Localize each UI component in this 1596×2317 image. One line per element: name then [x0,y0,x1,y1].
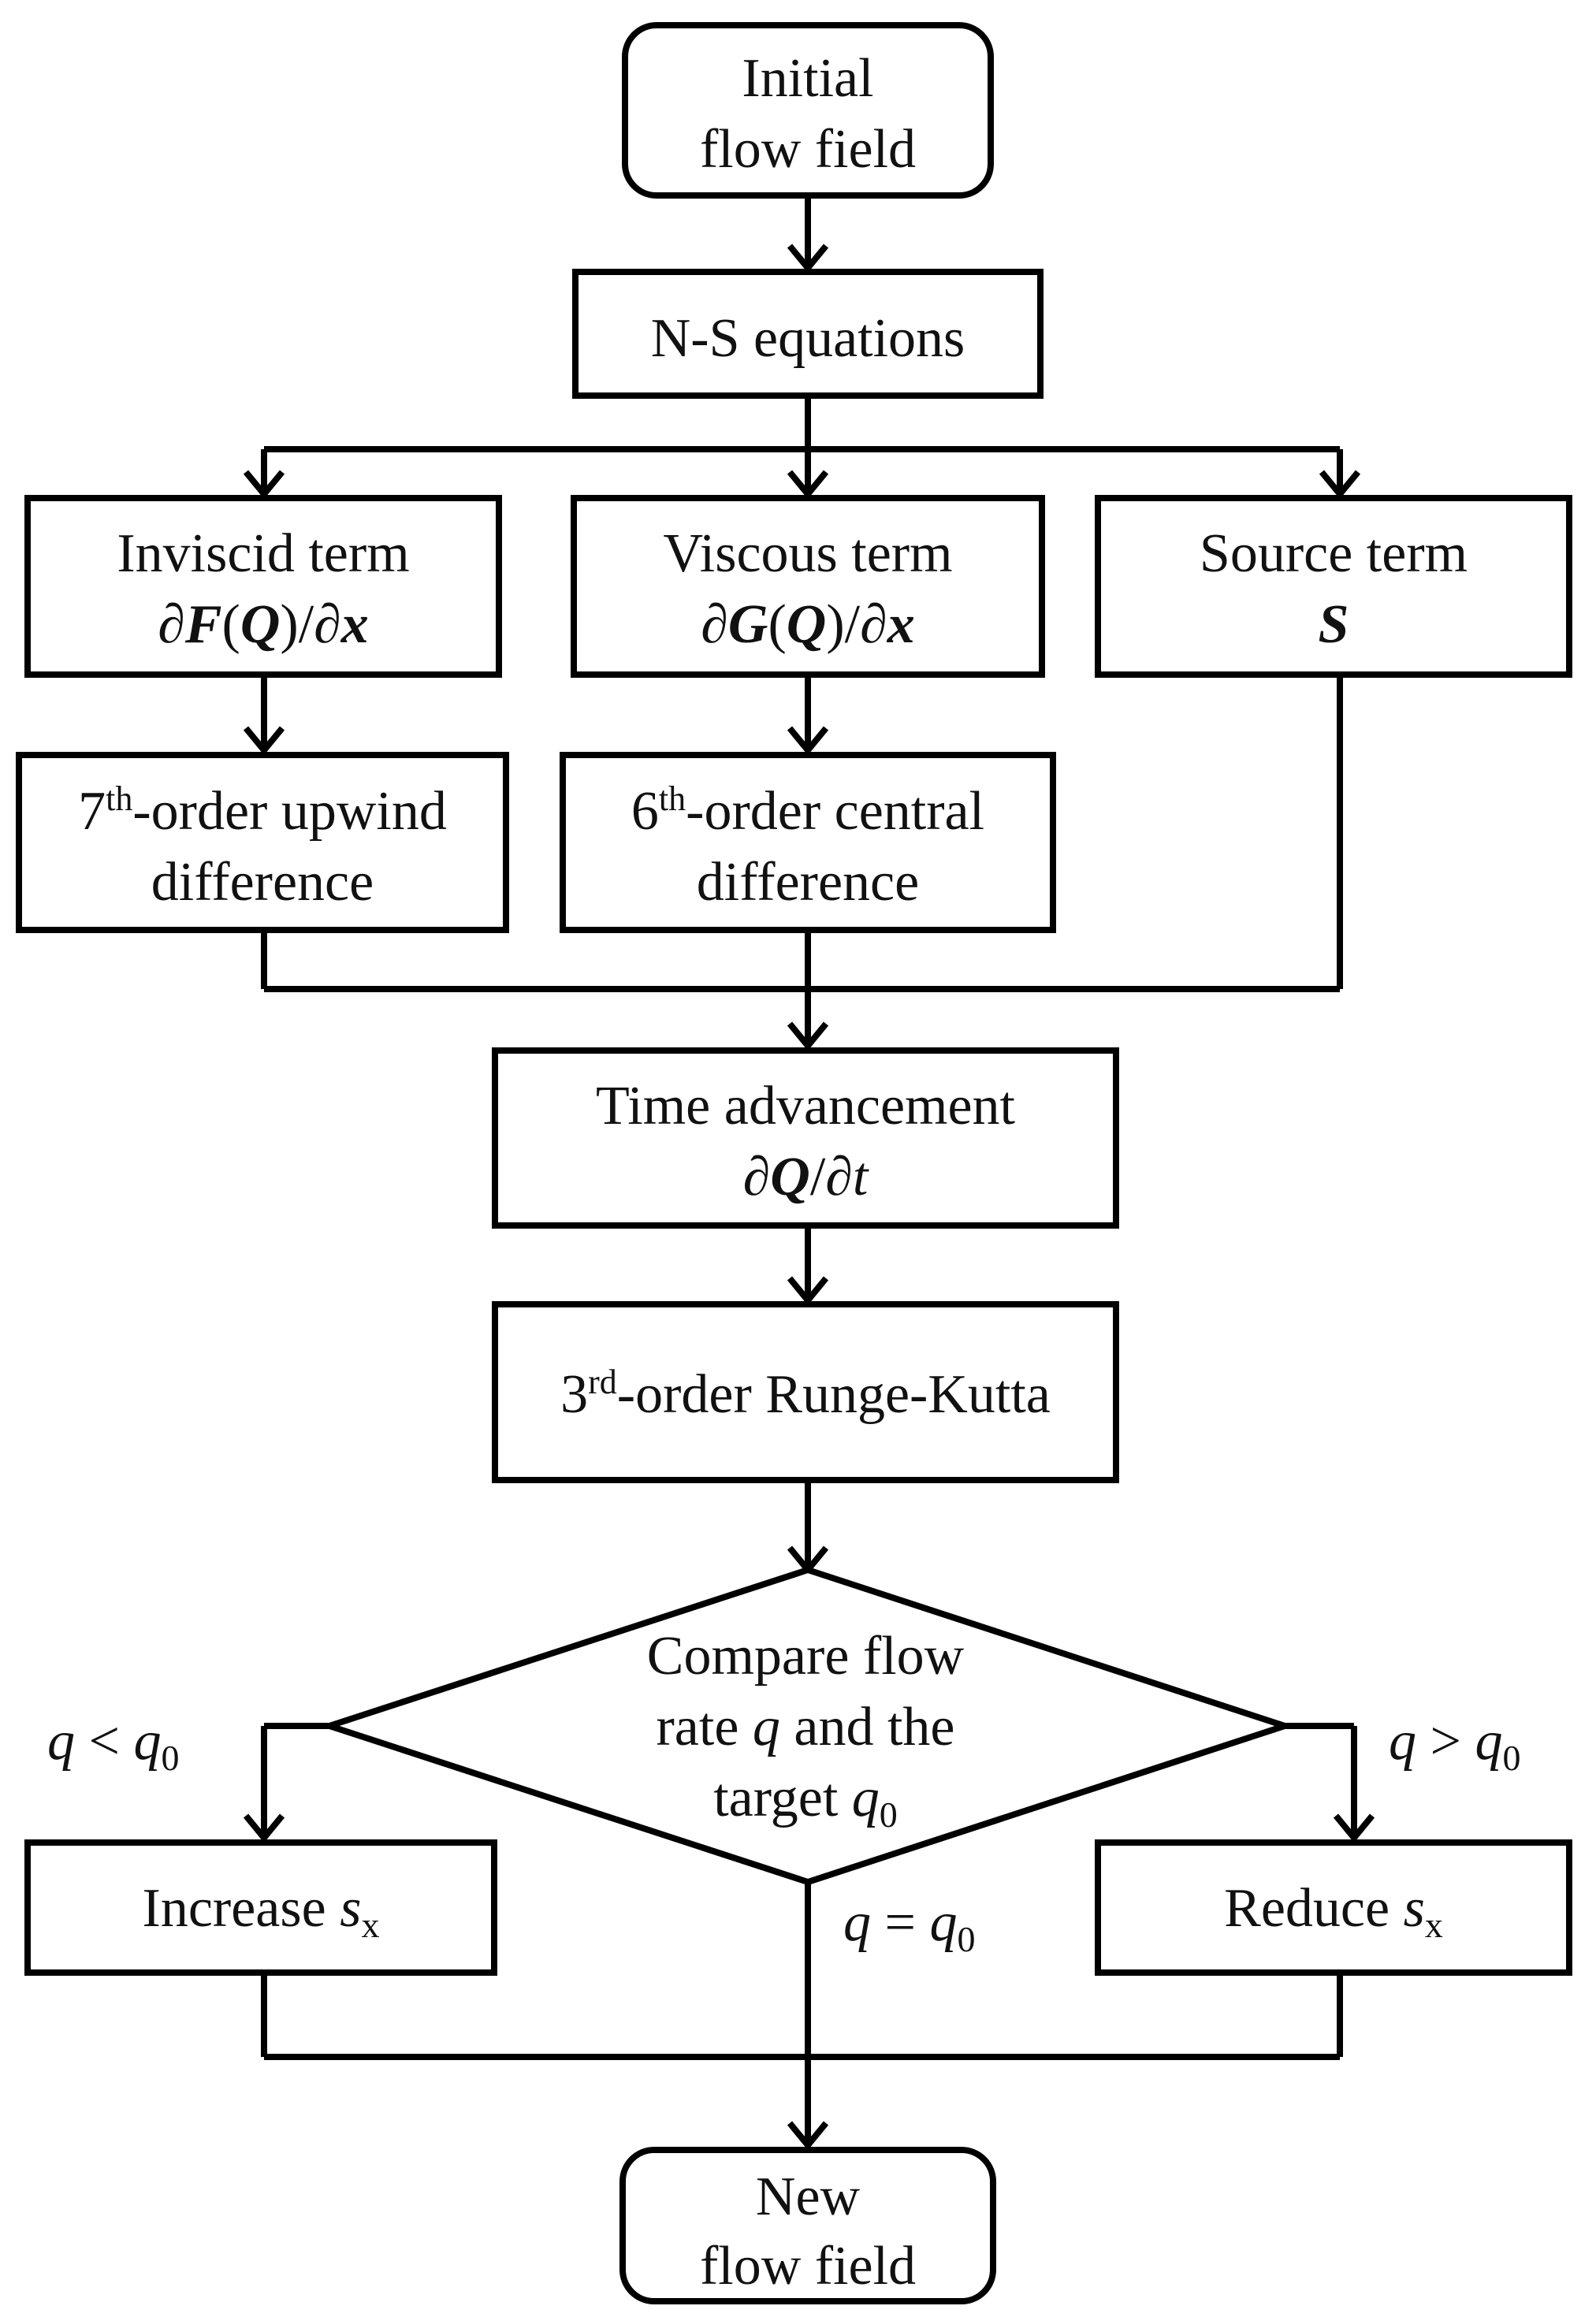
node-new-line1: New [756,2166,861,2227]
arrowhead-ns [787,244,829,273]
node-new-flow-field: New flow field [619,2147,996,2304]
node-increase-label: Increase sx [143,1878,380,1945]
node-decision-line3: target q0 [713,1768,898,1835]
node-time-shape [492,1047,1119,1229]
node-viscous-term: Viscous term ∂G(Q)/∂x [571,495,1045,678]
node-inviscid-term: Inviscid term ∂F(Q)/∂x [24,495,502,678]
node-rk-shape [492,1301,1119,1483]
node-source-title: Source term [1200,523,1468,584]
node-decision-shape [319,1566,1295,1886]
node-initial-shape [622,22,994,199]
node-decision-line2: rate q and the [657,1697,955,1757]
node-runge-kutta: 3rd-order Runge-Kutta [492,1301,1119,1483]
node-rk-label: 3rd-order Runge-Kutta [560,1363,1051,1425]
arrowhead-viscous [787,470,829,500]
condition-greater-than: q > q0 [1389,1711,1520,1778]
node-inviscid-title: Inviscid term [117,523,409,584]
node-time-title: Time advancement [596,1076,1016,1136]
arrowhead-central [787,726,829,756]
node-viscous-title: Viscous term [663,523,952,584]
node-upwind-shape [16,752,509,933]
node-central-line1: 6th-order central [631,779,984,842]
node-source-expression: S [1319,594,1349,655]
node-compare-decision: Compare flow rate q and the target q0 [319,1566,1295,1886]
node-central-difference: 6th-order central difference [560,752,1056,933]
node-ns-shape [572,269,1044,399]
node-ns-label: N-S equations [651,308,965,369]
node-initial-flow-field: Initial flow field [622,22,994,199]
node-initial-line2: flow field [700,119,916,180]
node-viscous-shape [571,495,1045,678]
condition-less-than: q < q0 [47,1711,179,1778]
node-new-line2: flow field [700,2236,916,2297]
arrowhead-upwind [243,726,285,756]
node-upwind-line2: difference [151,852,374,913]
node-initial-line1: Initial [742,48,873,109]
node-reduce-sx: Reduce sx [1095,1839,1572,1976]
node-upwind-line1: 7th-order upwind [78,779,447,842]
node-time-advancement: Time advancement ∂Q/∂t [492,1047,1119,1229]
node-viscous-expression: ∂G(Q)/∂x [701,594,914,655]
node-source-shape [1095,495,1572,678]
node-source-term: Source term S [1095,495,1572,678]
arrowhead-rk [787,1276,829,1306]
arrowhead-inviscid [243,470,285,500]
arrowhead-time [787,1021,829,1051]
node-upwind-difference: 7th-order upwind difference [16,752,509,933]
arrowhead-new [787,2121,829,2151]
connectors [261,195,1357,2144]
arrowheads [243,244,1375,2151]
arrowhead-source [1319,470,1361,500]
node-ns-equations: N-S equations [572,269,1044,399]
node-reduce-shape [1095,1839,1572,1976]
arrowhead-reduce [1333,1813,1375,1843]
arrowhead-increase [243,1813,285,1843]
node-reduce-label: Reduce sx [1224,1878,1443,1945]
node-inviscid-expression: ∂F(Q)/∂x [158,594,369,655]
condition-equal: q = q0 [843,1892,975,1959]
node-increase-sx: Increase sx [24,1839,497,1976]
node-decision-line1: Compare flow [647,1626,965,1687]
node-new-shape [619,2147,996,2304]
node-central-shape [560,752,1056,933]
node-increase-shape [24,1839,497,1976]
node-inviscid-shape [24,495,502,678]
node-central-line2: difference [697,852,919,913]
node-time-expression: ∂Q/∂t [743,1147,869,1207]
